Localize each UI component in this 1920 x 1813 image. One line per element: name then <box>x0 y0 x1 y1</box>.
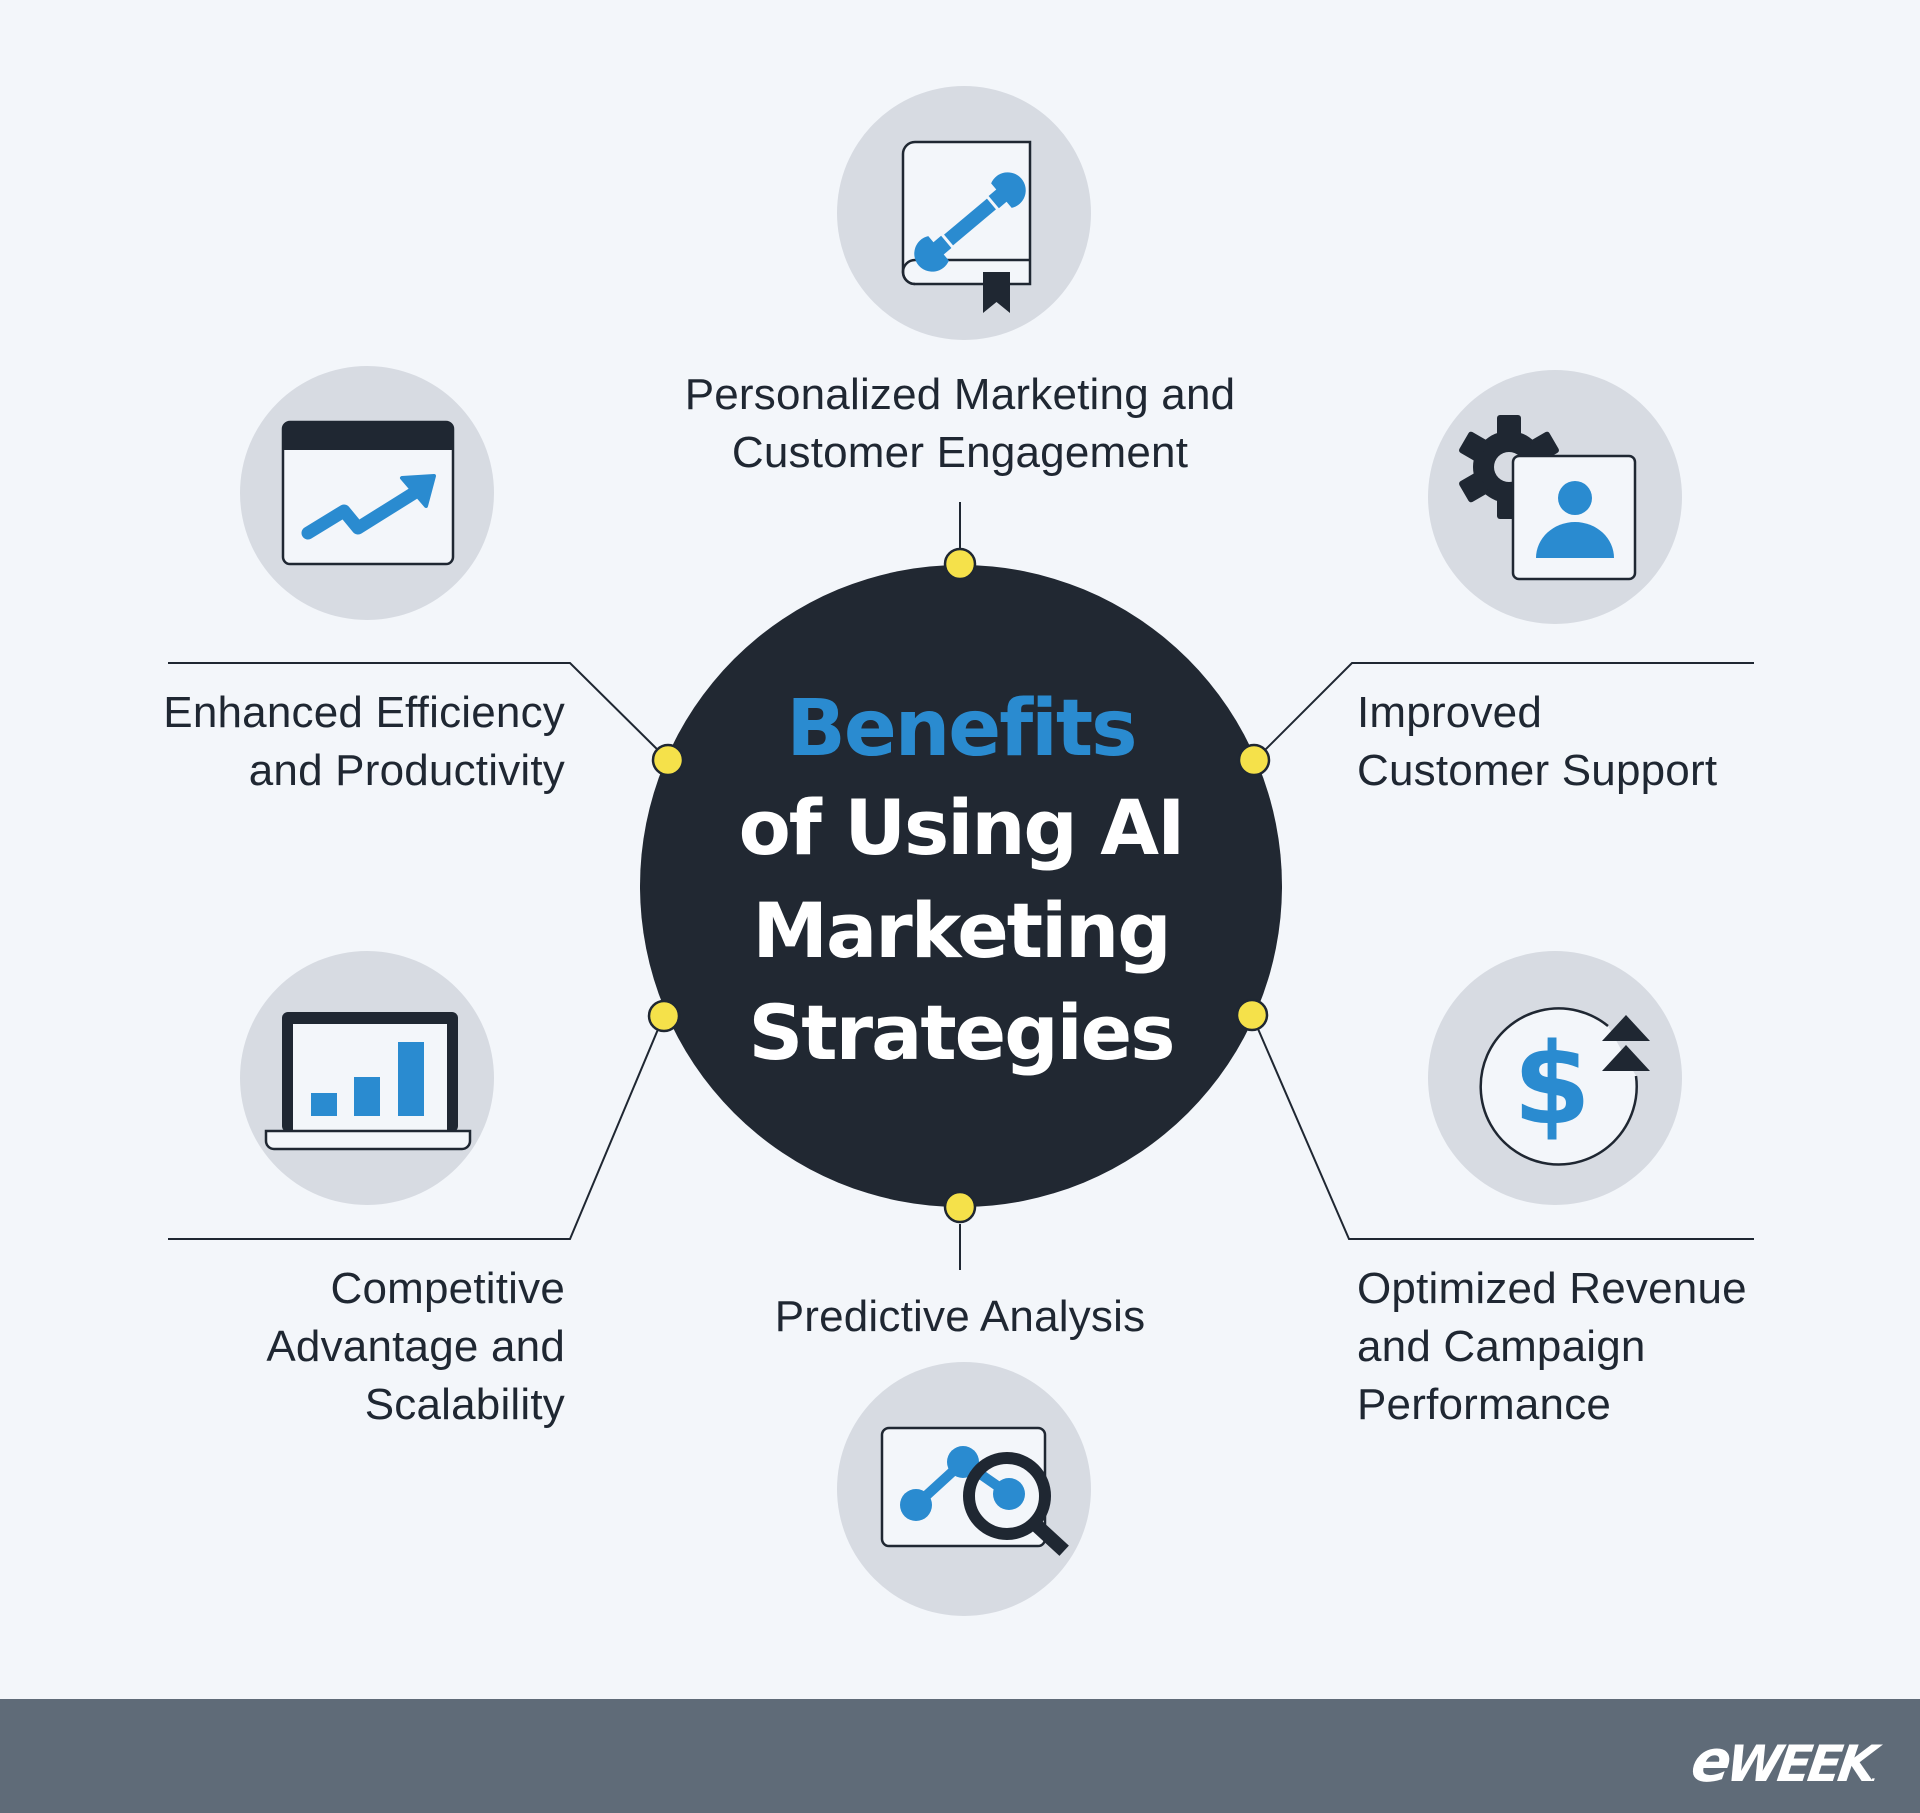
footer-bar: eWEEK. <box>0 1699 1920 1813</box>
node-bottom <box>943 1190 977 1224</box>
benefit-label-enhanced-efficiency: Enhanced Efficiency and Productivity <box>163 688 565 795</box>
node-upper-right <box>1237 743 1271 777</box>
node-lower-left <box>647 999 681 1033</box>
dollar-growth-icon: $ <box>1428 951 1682 1205</box>
eweek-logo[interactable]: eWEEK. <box>1687 1727 1878 1795</box>
svg-text:$: $ <box>1513 1020 1591 1150</box>
gear-user-icon <box>1428 370 1682 624</box>
center-title-circle <box>640 565 1282 1207</box>
title-strategies: Strategies <box>748 988 1176 1077</box>
benefit-label-competitive-advantage: Competitive Advantage and Scalability <box>266 1264 565 1429</box>
benefit-label-improved-support: Improved Customer Support <box>1357 688 1718 795</box>
title-benefits: Benefits <box>786 684 1137 774</box>
chart-magnifier-icon <box>837 1362 1091 1616</box>
trend-window-icon <box>240 366 494 620</box>
node-top <box>943 547 977 581</box>
benefit-label-predictive-analysis: Predictive Analysis <box>774 1292 1146 1341</box>
node-lower-right <box>1235 998 1269 1032</box>
laptop-bar-chart-icon <box>240 951 494 1205</box>
title-of-using-ai: of Using AI <box>738 783 1186 872</box>
node-upper-left <box>651 743 685 777</box>
book-wrench-icon <box>837 86 1091 340</box>
benefit-label-optimized-revenue: Optimized Revenue and Campaign Performan… <box>1357 1264 1747 1429</box>
benefit-label-personalized-marketing: Personalized Marketing and Customer Enga… <box>684 370 1236 477</box>
title-marketing: Marketing <box>752 886 1171 975</box>
